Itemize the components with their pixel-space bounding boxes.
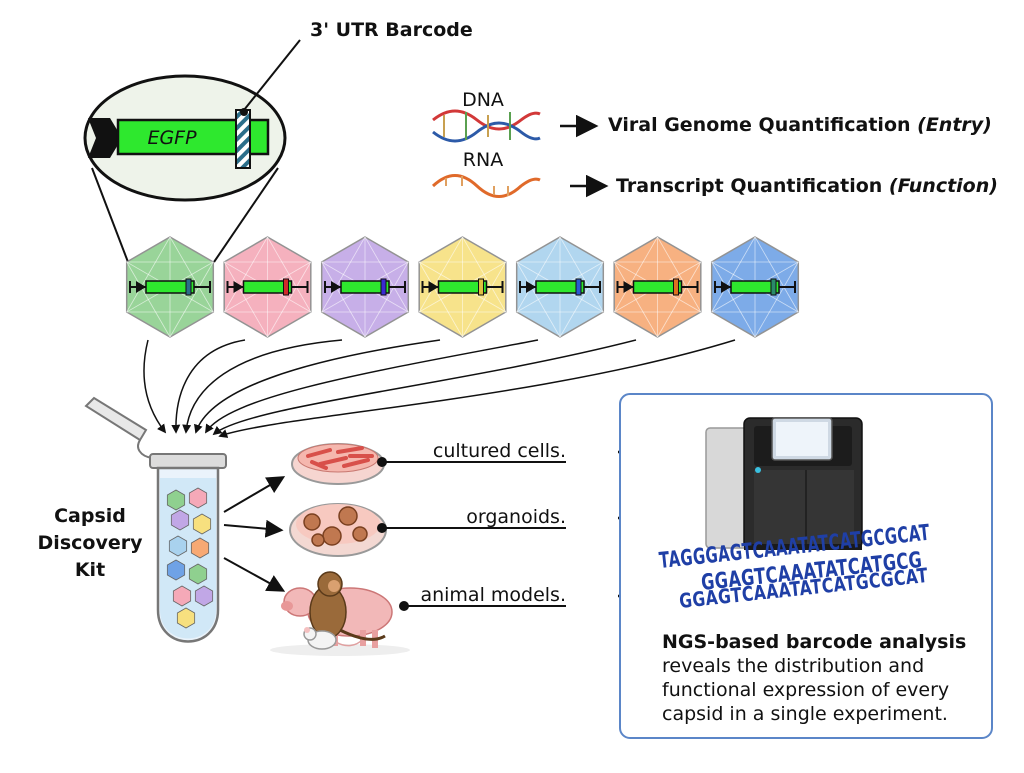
construct-zoom: EGFP 3' UTR Barcode	[83, 19, 473, 263]
capsid-6	[613, 236, 702, 338]
animal-models-icon	[270, 571, 410, 656]
entry-main: Viral Genome Quantification	[608, 114, 917, 136]
zoom-line-left	[91, 167, 129, 263]
zoom-line-right	[213, 167, 279, 263]
ngs-line-3: functional expression of every	[662, 679, 949, 701]
kit-line-1: Capsid	[54, 505, 126, 527]
ngs-title: NGS-based barcode analysis	[662, 631, 966, 653]
tube-capsid	[170, 509, 190, 531]
promoter-icon	[88, 118, 122, 158]
pooling-arrows	[143, 339, 736, 438]
capsid-library	[125, 236, 800, 338]
animal-models-label: animal models.	[420, 584, 566, 606]
capsid-1	[125, 236, 215, 338]
dispense-arrow-cells	[223, 476, 286, 513]
tube-capsid	[166, 489, 186, 511]
animal-models-text: animal models	[420, 584, 560, 606]
cultured-cells-dish	[291, 443, 385, 485]
sequencer-icon	[705, 417, 863, 550]
tube-capsids	[166, 487, 214, 629]
cultured-cells-text: cultured cells	[433, 440, 560, 462]
dispense-arrows	[223, 476, 286, 592]
tube-capsid	[166, 559, 186, 581]
barcode-pointer-dot	[240, 108, 248, 116]
pool-arrow-2	[171, 339, 246, 434]
pool-arrow-6	[212, 339, 637, 436]
function-label: Transcript Quantification (Function)	[616, 175, 998, 197]
tube-capsid	[194, 585, 214, 607]
tube-rim	[149, 453, 227, 469]
pool-arrow-7	[218, 339, 736, 438]
capsid-2	[223, 236, 312, 338]
organoids-text: organoids	[466, 506, 560, 528]
barcode-pointer	[243, 39, 301, 111]
function-main: Transcript Quantification	[616, 175, 889, 197]
pool-arrow-3	[182, 339, 343, 434]
kit-line-2: Discovery	[38, 532, 144, 554]
dna-label: DNA	[462, 89, 504, 111]
tube-cap	[84, 396, 148, 442]
pool-arrow-4	[194, 339, 441, 434]
tube-capsid	[190, 537, 210, 559]
quantification-arrows: DNA Viral Genome Quantification (Entry) …	[296, 89, 998, 198]
pool-arrow-5	[205, 339, 539, 434]
ngs-line-2: reveals the distribution and	[662, 655, 924, 677]
cell-strands	[306, 446, 374, 470]
barcode-label: 3' UTR Barcode	[310, 19, 473, 41]
tube-capsid	[172, 585, 192, 607]
organoid-spheres	[303, 506, 368, 547]
capsid-4	[418, 236, 507, 338]
capsid-5	[515, 236, 605, 338]
tube-capsid	[176, 607, 196, 629]
kit-line-3: Kit	[75, 559, 105, 581]
mouse-icon	[303, 627, 363, 650]
tube-capsid	[192, 513, 212, 535]
entry-paren: (Entry)	[917, 114, 992, 136]
cultured-cells-dot: .	[560, 440, 566, 462]
capsid-7	[710, 236, 800, 338]
rna-bases	[445, 176, 509, 196]
function-paren: (Function)	[889, 175, 998, 197]
rna-label: RNA	[463, 149, 503, 171]
tube-capsid	[188, 563, 208, 585]
animal-models-dot: .	[560, 584, 566, 606]
organoids-label: organoids.	[466, 506, 566, 528]
capsid-tube	[84, 396, 227, 643]
dispense-arrow-animals	[223, 557, 286, 592]
rna-strand-icon	[431, 174, 541, 198]
pool-arrow-1	[143, 339, 167, 434]
cultured-cells-label: cultured cells.	[433, 440, 566, 462]
entry-label: Viral Genome Quantification (Entry)	[608, 114, 992, 136]
dna-helix-icon	[432, 109, 541, 143]
ngs-line-4: capsid in a single experiment.	[662, 703, 948, 725]
tube-capsid	[188, 487, 208, 509]
dispense-arrow-organoids	[223, 519, 284, 538]
model-rows: cultured cells. organoids. animal models…	[377, 440, 655, 611]
organoids-dot: .	[560, 506, 566, 528]
organoids-dish	[289, 503, 387, 557]
barcode-stripe	[235, 109, 251, 169]
tube-capsid	[168, 535, 188, 557]
capsid-3	[320, 236, 410, 338]
egfp-label: EGFP	[147, 127, 197, 149]
